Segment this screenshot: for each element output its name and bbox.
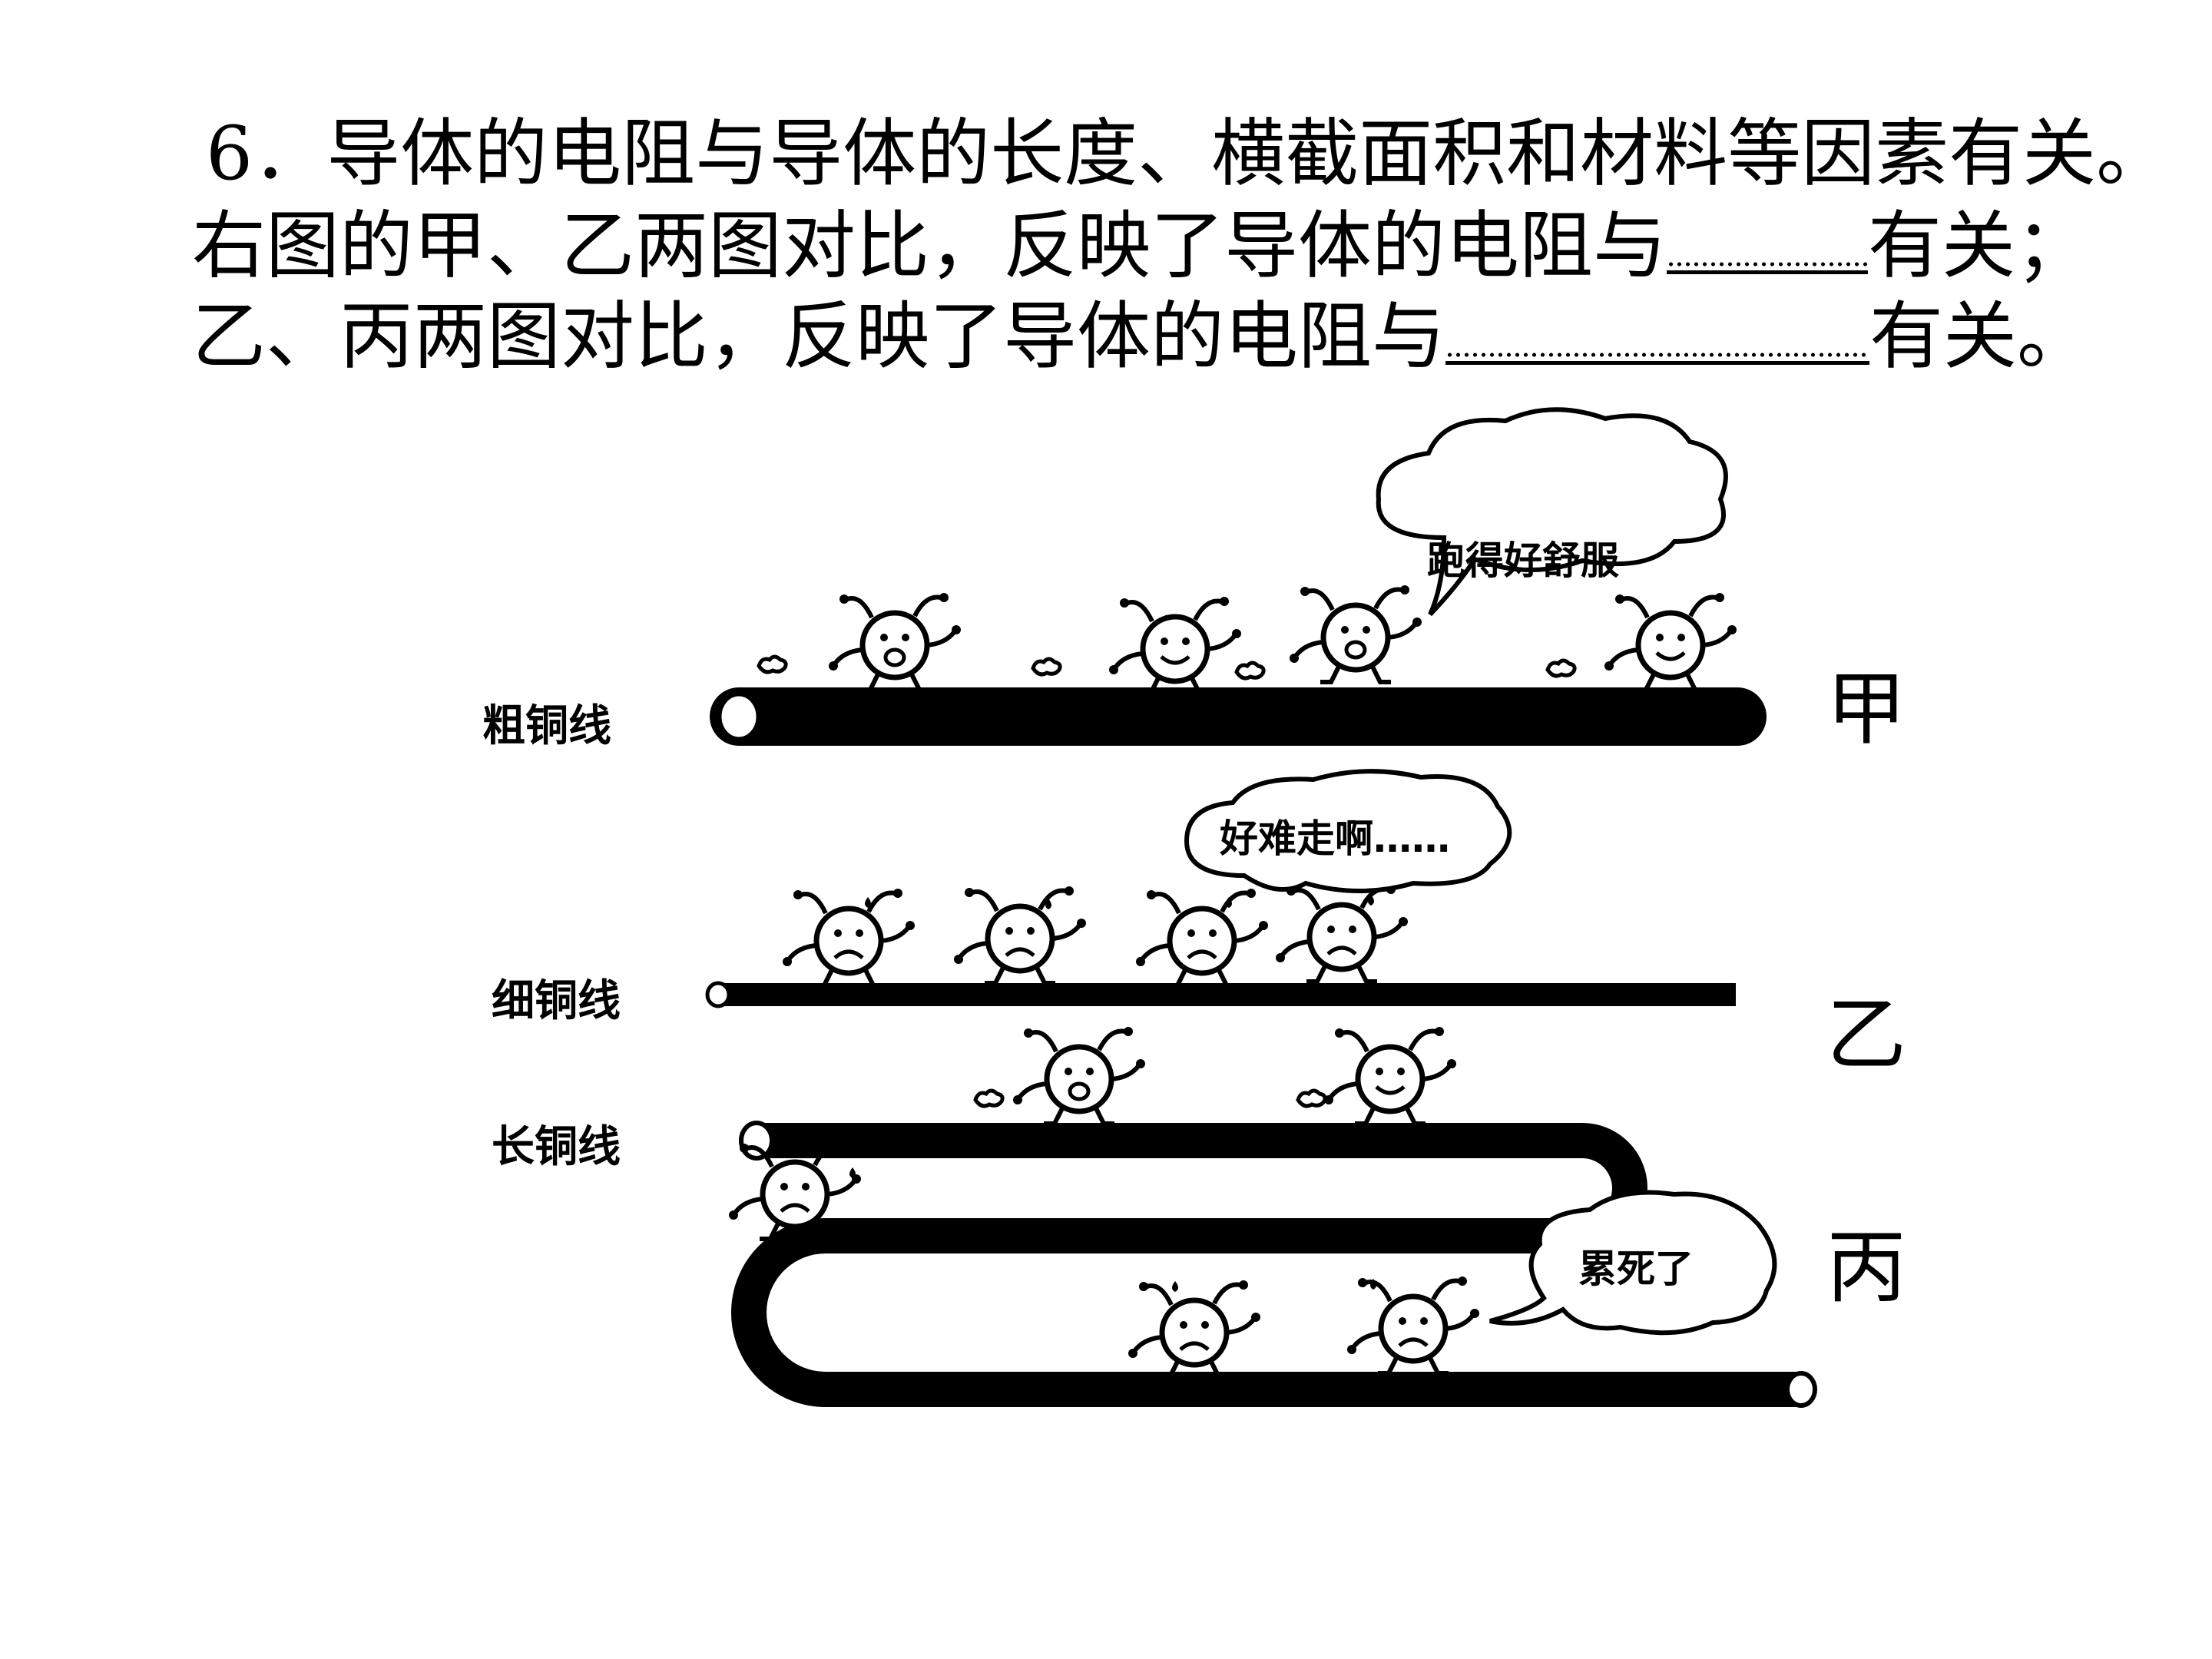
electron-happy	[1324, 1027, 1456, 1124]
motion-puff	[759, 657, 786, 672]
thick-wire	[710, 687, 1767, 746]
question-line-3-text: 乙、丙两图对比，反映了导体的电阻与	[192, 293, 1445, 379]
speech-bubble-2	[1184, 769, 1512, 893]
motion-puff	[1298, 1091, 1325, 1106]
question-line-3-end: 有关。	[1869, 293, 2091, 379]
motion-puff	[975, 1091, 1002, 1106]
electron-happy	[1013, 1027, 1145, 1124]
motion-puff	[1033, 659, 1060, 674]
electron-happy	[1290, 585, 1422, 682]
answer-blank-2[interactable]	[1445, 304, 1869, 365]
electron-tired	[1276, 885, 1408, 982]
electron-happy	[829, 593, 961, 690]
motion-puff	[1548, 661, 1575, 676]
question-line-3: 乙、丙两图对比，反映了导体的电阻与 有关。	[192, 294, 2091, 379]
electron-happy	[1604, 593, 1737, 690]
electron-tired	[1128, 1280, 1260, 1377]
question-line-2-text: 右图的甲、乙两图对比，反映了导体的电阻与	[192, 203, 1667, 289]
long-wire	[731, 1121, 1817, 1408]
question-text: 6．导体的电阻与导体的长度、横截面积和材料等因素有关。 右图的甲、乙两图对比，反…	[0, 0, 2212, 399]
sweat-drop	[1172, 1281, 1178, 1292]
row-label-bing: 丙	[1826, 1220, 1907, 1314]
answer-blank-1[interactable]	[1667, 214, 1868, 274]
electron-tired	[783, 889, 915, 985]
question-line-2: 右图的甲、乙两图对比，反映了导体的电阻与 有关；	[192, 204, 2089, 288]
electron-happy	[1109, 597, 1241, 694]
motion-puff	[1237, 663, 1263, 678]
electron-tired	[1347, 1277, 1479, 1373]
row-label-yi: 乙	[1826, 988, 1907, 1081]
question-line-1: 6．导体的电阻与导体的长度、横截面积和材料等因素有关。	[206, 111, 2171, 197]
electron-tired	[1136, 889, 1268, 985]
electron-tired	[954, 886, 1086, 983]
question-line-2-end: 有关；	[1868, 203, 2089, 289]
wire-label-thick: 粗铜线	[482, 701, 611, 751]
wire-label-thin: 细铜线	[492, 976, 621, 1026]
thin-wire	[705, 981, 1736, 1008]
speech-bubble-3	[1489, 1190, 1777, 1336]
speech-bubble-1	[1376, 407, 1728, 617]
wire-label-long: 长铜线	[492, 1122, 621, 1172]
row-label-jia: 甲	[1826, 662, 1907, 756]
speech-text-2: 好难走啊……	[1220, 816, 1450, 861]
speech-text-3: 累死了	[1578, 1247, 1694, 1291]
speech-text-1: 跑得好舒服	[1427, 538, 1619, 583]
